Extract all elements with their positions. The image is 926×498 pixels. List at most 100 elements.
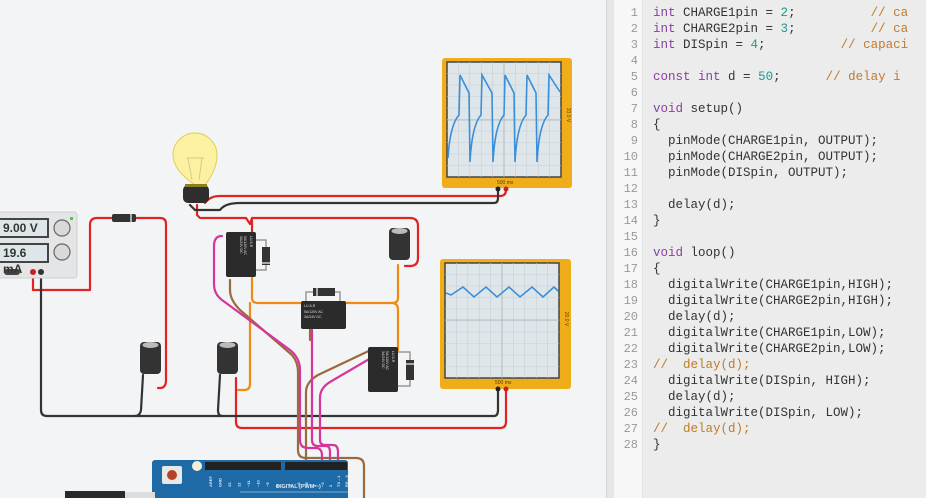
line-number: 6 [630,86,638,100]
code-text[interactable]: int DISpin = 4; // capaci [653,38,909,52]
line-number: 16 [623,246,638,260]
scope-top-time-scale: 500 ms [497,180,514,186]
scope-bottom-voltage-scale: 20.0 V [563,311,570,327]
arduino-pin-label: 13 [227,482,232,487]
arduino-digital-label: DIGITAL (PWM ~) [276,484,321,490]
code-text[interactable]: digitalWrite(DISpin, LOW); [653,406,864,420]
capacitor-1 [140,342,161,374]
arduino-pin-label: ~11 [246,480,251,487]
wire-orange-relay1-relay2 [250,263,400,305]
code-text[interactable]: delay(d); [653,390,736,404]
code-text[interactable]: const int d = 50; // delay i [653,70,901,84]
wire-orange-cap2 [236,301,252,392]
arduino-pin-label: ~6 [296,482,301,487]
line-number: 21 [623,326,638,340]
relay-3-label: LU-5-R [391,351,395,363]
wire-magenta-1 [212,234,324,467]
relay-1-label: LU-5-R [249,236,253,248]
code-text[interactable]: digitalWrite(DISpin, HIGH); [653,374,871,388]
line-number: 13 [623,198,638,212]
code-text[interactable]: digitalWrite(CHARGE2pin,LOW); [653,342,886,356]
code-text[interactable]: digitalWrite(CHARGE1pin,HIGH); [653,278,894,292]
wire-black-psu-ground [39,270,500,418]
code-text[interactable]: int CHARGE2pin = 3; // ca [653,22,909,36]
scope-bottom-time-scale: 500 ms [495,380,512,386]
line-number: 17 [623,262,638,276]
power-switch [4,269,20,275]
relay-1 [226,232,270,277]
code-text[interactable]: } [653,438,661,452]
line-number: 25 [623,390,638,404]
arduino-pin-label: 7 [288,484,293,487]
capacitor-3 [389,228,410,260]
code-text[interactable]: int CHARGE1pin = 2; // ca [653,6,909,20]
code-text[interactable]: // delay(d); [653,358,751,372]
code-text[interactable]: digitalWrite(CHARGE1pin,LOW); [653,326,886,340]
light-bulb [172,132,218,203]
code-text[interactable]: pinMode(DISpin, OUTPUT); [653,166,849,180]
arduino-pin-label: 8 [275,484,280,487]
arduino-pin-label: 4 [312,484,317,487]
oscilloscope-bottom [440,259,571,392]
code-text[interactable]: pinMode(CHARGE2pin, OUTPUT); [653,150,879,164]
code-text[interactable]: { [653,262,661,276]
code-text[interactable]: digitalWrite(CHARGE2pin,HIGH); [653,294,894,308]
scope-bottom-trace [445,285,559,299]
code-text[interactable]: // delay(d); [653,422,751,436]
black-terminal [38,269,44,275]
line-number: 1 [630,6,638,20]
line-number: 15 [623,230,638,244]
relay-3-spec: 5A/120V AC [385,351,389,371]
oscilloscope-top [442,58,572,192]
wire-red-bulb-scope-top [203,186,508,205]
line-number-gutter [614,0,643,498]
code-text[interactable]: { [653,118,661,132]
current-knob [53,243,71,261]
code-text[interactable]: delay(d); [653,198,736,212]
power-led [70,217,73,220]
arduino-board [65,460,348,498]
panel-divider[interactable] [606,0,615,498]
relay-2 [301,288,346,329]
line-number: 11 [623,166,638,180]
wire-orange-relay3 [390,301,400,352]
arduino-pin-label: ~3 [320,482,325,487]
line-number: 24 [623,374,638,388]
line-number: 28 [623,438,638,452]
wire-black-cap1 [133,373,145,418]
line-number: 14 [623,214,638,228]
relay-1-spec: 3A/24V DC [239,236,243,254]
line-number: 8 [630,118,638,132]
relay-2-label: LU-5-R [304,304,316,308]
code-text[interactable]: delay(d); [653,310,736,324]
arduino-pin-label: ~5 [304,482,309,487]
arduino-pin-label: ~9 [265,482,270,487]
wire-brown-1 [228,278,366,498]
scope-top-voltage-scale: 33.0 V [565,107,572,123]
wire-brown-2 [304,346,377,467]
wire-red-psu-diode [31,216,114,292]
psu-current-display: 19.6 mA [0,243,49,276]
arduino-pin-label: RX←0 [344,474,349,487]
code-text[interactable]: } [653,214,661,228]
relay-2-spec: 3A/24V DC [304,315,322,319]
line-number: 27 [623,422,638,436]
scope-top-trace [447,72,561,163]
relay-3 [368,347,414,392]
relay-2-spec: 5A/120V AC [304,310,324,314]
line-number: 18 [623,278,638,292]
wire-black-cap2 [216,373,224,418]
diode-1 [112,214,136,222]
capacitor-2 [217,342,238,374]
code-text[interactable]: pinMode(CHARGE1pin, OUTPUT); [653,134,879,148]
wire-red-diode-bulb [134,216,168,390]
wire-magenta-2 [310,328,332,467]
line-number: 10 [623,150,638,164]
voltage-knob [53,219,71,237]
code-text[interactable]: void setup() [653,102,744,116]
relay-3-spec: 3A/24V DC [381,351,385,369]
code-text[interactable]: void loop() [653,246,736,260]
